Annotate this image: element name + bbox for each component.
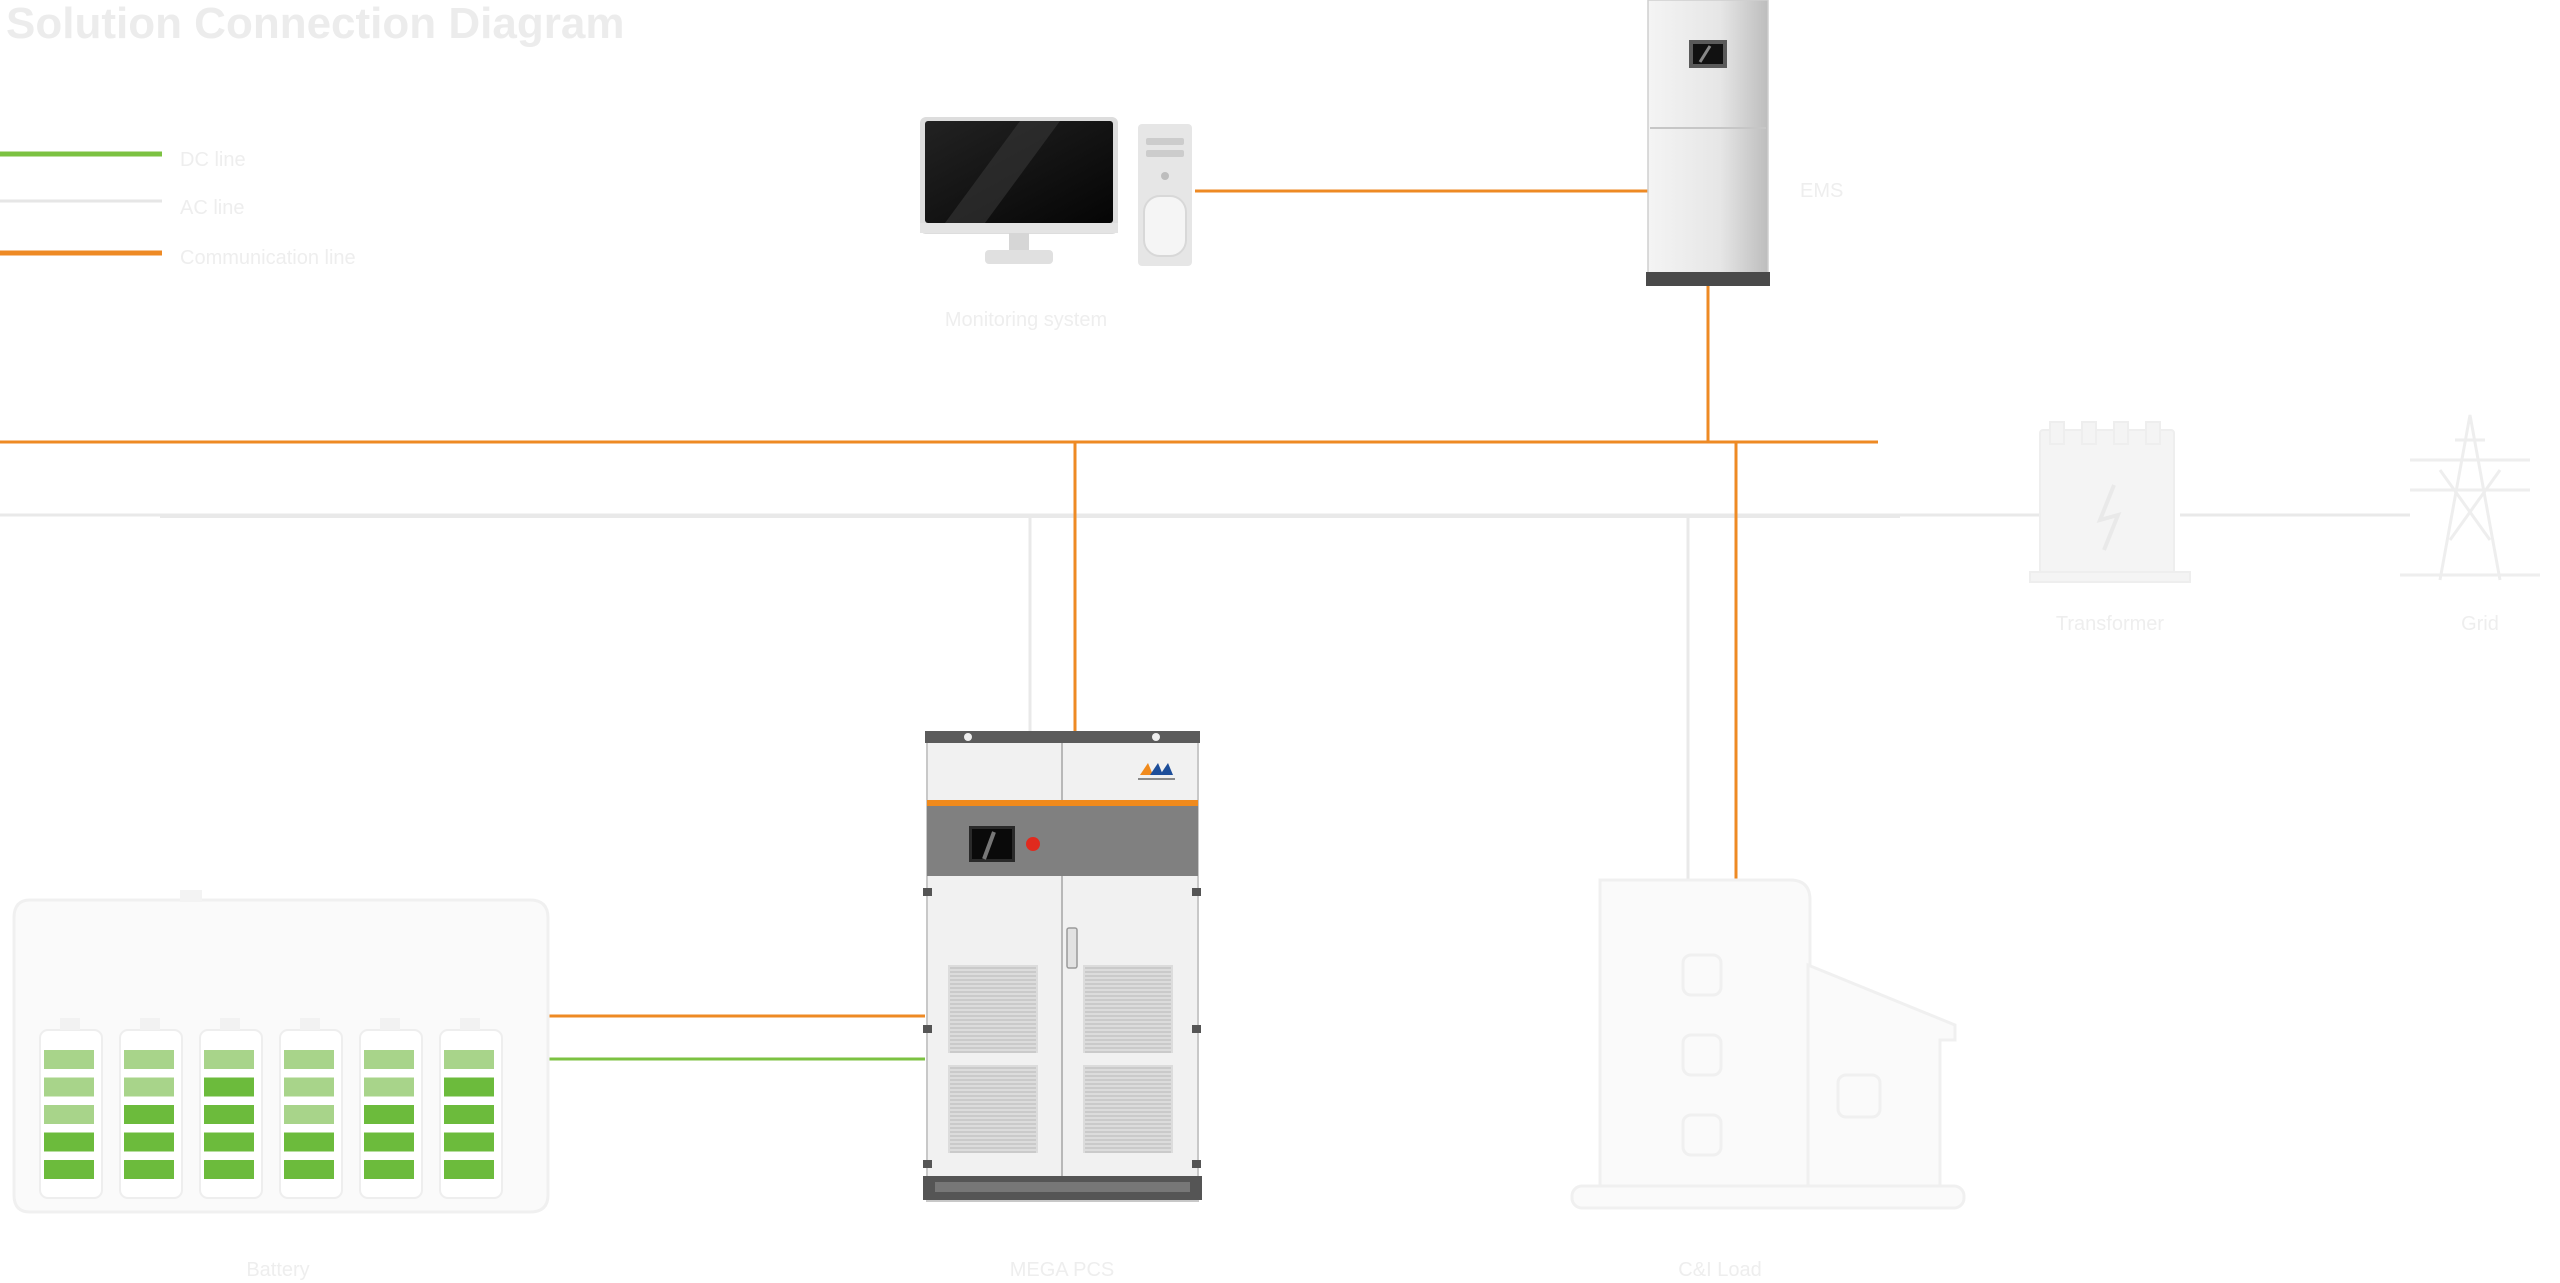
battery-cell (204, 1160, 254, 1179)
grid-label: Grid (2461, 613, 2499, 635)
ems-label: EMS (1800, 180, 1843, 202)
battery-cell (364, 1160, 414, 1179)
legend-ac-label: AC line (180, 197, 244, 219)
battery-terminal (140, 1018, 160, 1030)
battery-cell (284, 1077, 334, 1097)
ems: EMS (1646, 0, 1843, 286)
ac-lines (0, 513, 2410, 880)
battery-terminal (300, 1018, 320, 1030)
battery-cell (364, 1132, 414, 1152)
battery-cell (204, 1132, 254, 1152)
grid: Grid (2400, 414, 2540, 635)
battery-cell (444, 1160, 494, 1179)
battery-cell (44, 1050, 94, 1069)
transformer-label: Transformer (2056, 613, 2165, 635)
monitor-icon (920, 117, 1118, 264)
battery-terminal (460, 1018, 480, 1030)
battery-cell (124, 1050, 174, 1069)
monitoring-label: Monitoring system (945, 309, 1107, 331)
battery-cell (44, 1132, 94, 1152)
battery-cell (444, 1050, 494, 1069)
load: C&I Load (1570, 878, 1966, 1281)
battery-cell (44, 1105, 94, 1124)
battery-cell (124, 1160, 174, 1179)
battery-cell (364, 1050, 414, 1069)
battery-cell (204, 1050, 254, 1069)
ems-cabinet-icon (1646, 0, 1770, 286)
pcs-label: MEGA PCS (1010, 1259, 1114, 1281)
battery-cell (444, 1132, 494, 1152)
brand-logo (1138, 763, 1175, 780)
battery-terminal (380, 1018, 400, 1030)
battery-cell (444, 1105, 494, 1124)
pcs: MEGA PCS (923, 731, 1202, 1281)
battery-cell (124, 1105, 174, 1124)
diagram-title: Solution Connection Diagram (6, 0, 624, 48)
pc-tower-icon (1138, 124, 1192, 266)
legend-comm-label: Communication line (180, 247, 356, 269)
legend-dc-label: DC line (180, 149, 246, 171)
building-icon (1570, 878, 1966, 1210)
battery-cells (39, 1018, 503, 1199)
pcs-cabinet-icon (923, 731, 1202, 1202)
communication-lines (0, 189, 1878, 1018)
transmission-tower-icon (2400, 414, 2540, 581)
battery-cell (124, 1077, 174, 1097)
battery-cell (364, 1077, 414, 1097)
legend: DC line AC line Communication line (0, 149, 356, 269)
battery-rack-icon (12, 890, 550, 1214)
battery-cell (44, 1160, 94, 1179)
monitoring-system: Monitoring system (920, 117, 1192, 331)
battery-cell (124, 1132, 174, 1152)
battery-terminal (60, 1018, 80, 1030)
battery-cell (364, 1105, 414, 1124)
battery-terminal (220, 1018, 240, 1030)
battery-cell (284, 1132, 334, 1152)
pcs-vents (948, 965, 1173, 1153)
battery-label: Battery (246, 1259, 309, 1281)
battery-cell (204, 1077, 254, 1097)
battery-cell (444, 1077, 494, 1097)
battery: Battery (12, 890, 550, 1281)
battery-cell (284, 1105, 334, 1124)
transformer: Transformer (2029, 421, 2191, 635)
battery-cell (204, 1105, 254, 1124)
battery-cell (284, 1160, 334, 1179)
battery-cell (44, 1077, 94, 1097)
load-label: C&I Load (1678, 1259, 1761, 1281)
transformer-icon (2029, 421, 2191, 583)
battery-cell (284, 1050, 334, 1069)
